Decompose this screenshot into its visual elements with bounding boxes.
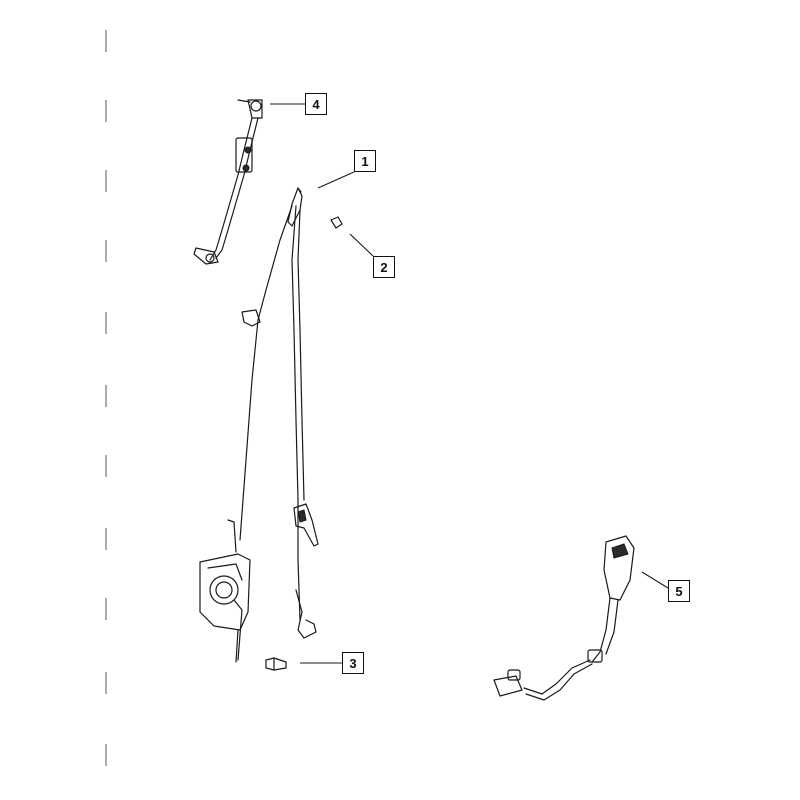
callout-1: 1 bbox=[354, 150, 376, 172]
leader-line-5 bbox=[641, 571, 669, 589]
callout-3: 3 bbox=[342, 652, 364, 674]
part-4-height-adjuster bbox=[193, 99, 263, 265]
callout-4: 4 bbox=[305, 93, 327, 115]
leader-line-1 bbox=[317, 171, 355, 189]
callout-5: 5 bbox=[668, 580, 690, 602]
part-3-bolt bbox=[265, 657, 287, 671]
part-1-seat-belt-retractor bbox=[199, 187, 319, 663]
callout-2: 2 bbox=[373, 256, 395, 278]
leader-lines bbox=[270, 103, 669, 664]
part-2-clip bbox=[330, 216, 343, 229]
leader-line-2 bbox=[349, 233, 374, 257]
part-5-buckle-assembly bbox=[493, 535, 635, 701]
